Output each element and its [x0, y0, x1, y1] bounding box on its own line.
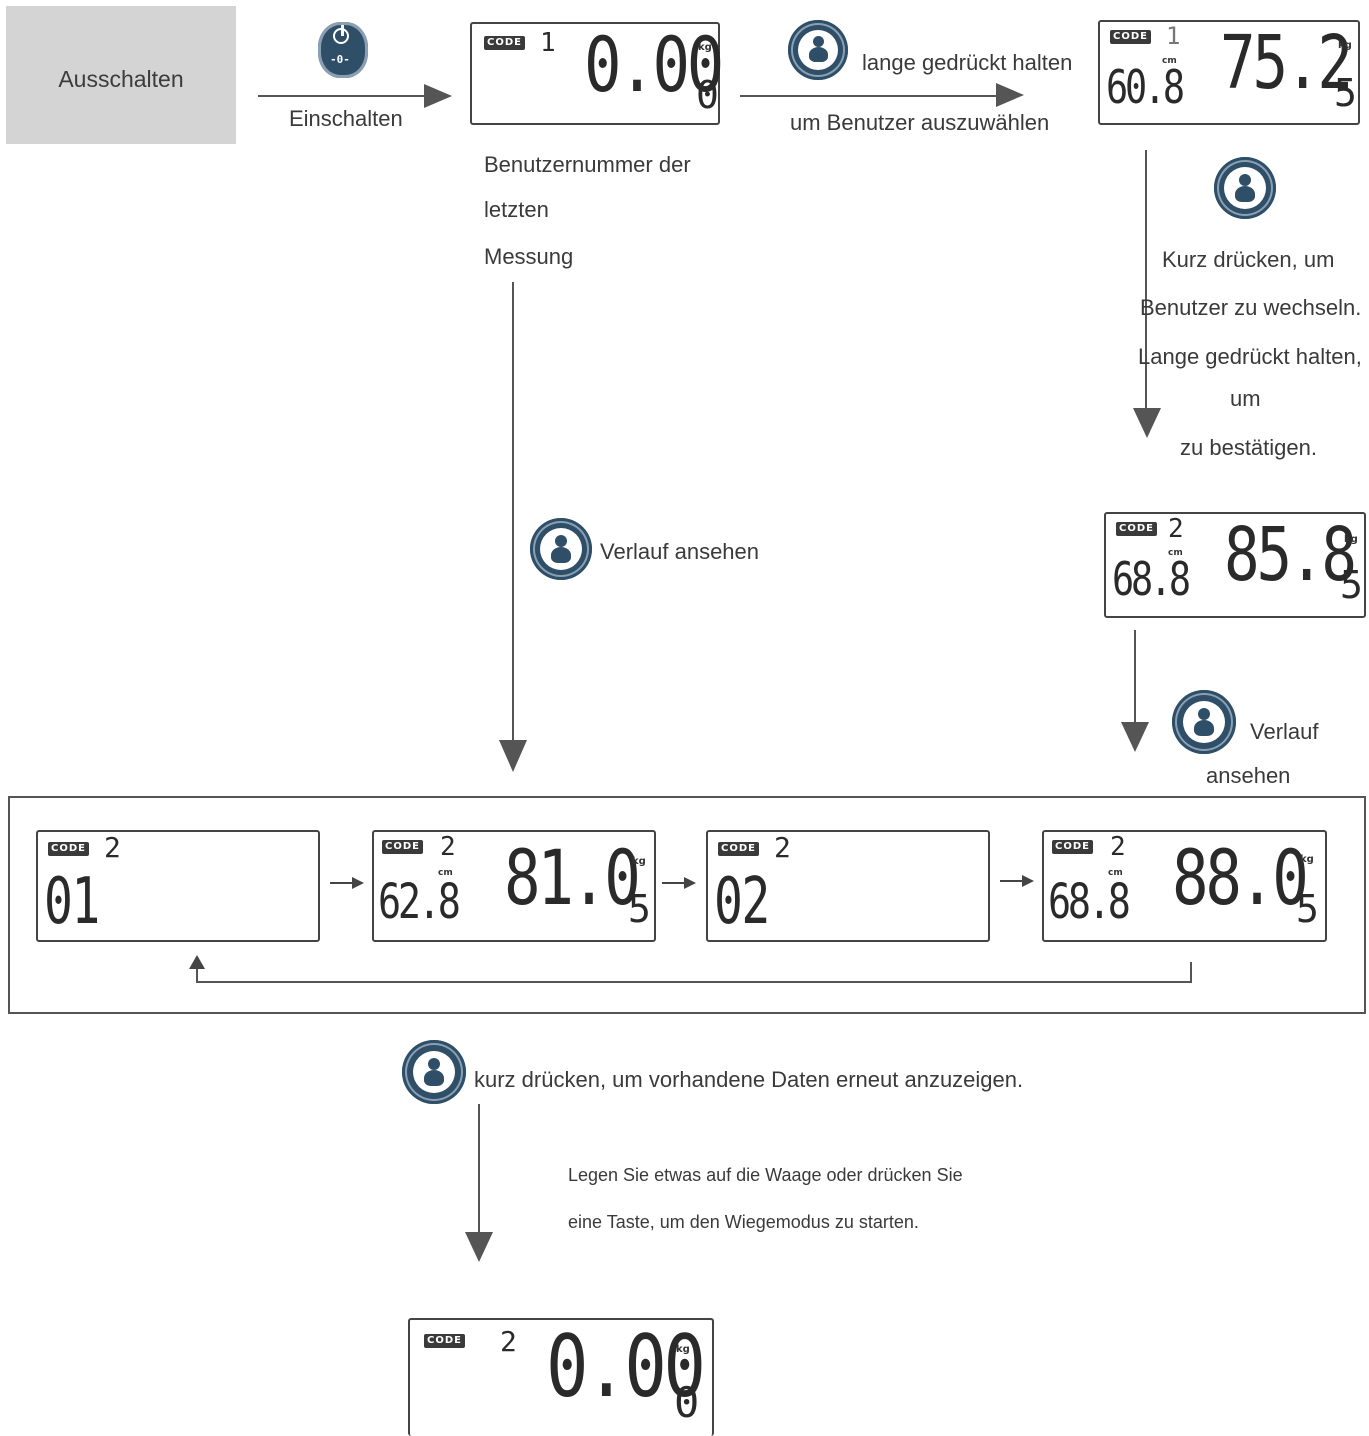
off-state-box: Ausschalten: [6, 6, 236, 144]
arrow-right-icon: [330, 877, 364, 889]
last-user-caption-1: Benutzernummer der: [484, 152, 691, 177]
user-button-icon[interactable]: [1172, 690, 1236, 754]
unit-kg: kg: [1338, 40, 1352, 51]
lcd-history-value-1: CODE 2 cm 62.8 81.0 kg 5: [372, 830, 656, 942]
weight-suffix: 0: [674, 1378, 700, 1427]
switch-caption-3: Lange gedrückt halten,: [1138, 344, 1362, 369]
status-suffix: 5: [1296, 887, 1319, 931]
arrow-switch-user: [1145, 150, 1147, 412]
lcd-select: CODE 1 cm 60.8 75.2 kg 5: [1098, 20, 1360, 125]
arrow-right-icon: [662, 877, 696, 889]
user-button-icon[interactable]: [788, 20, 848, 80]
loop-back-line: [196, 966, 198, 982]
arrow-right-icon: [1000, 875, 1034, 887]
power-button-icon[interactable]: -0-: [318, 22, 368, 78]
switch-caption-4: um: [1230, 386, 1261, 411]
weight-value: 81.0: [504, 833, 641, 922]
code-badge: CODE: [484, 36, 525, 50]
switch-caption-1: Kurz drücken, um: [1162, 247, 1335, 272]
arrow-head-icon: [499, 740, 527, 772]
arrow-head-icon: [996, 83, 1024, 107]
user-button-icon[interactable]: [1214, 157, 1276, 219]
switch-caption-5: zu bestätigen.: [1180, 435, 1317, 460]
unit-kg: kg: [632, 856, 646, 867]
code-badge: CODE: [1116, 522, 1157, 536]
arrow-start-weighing: [478, 1104, 480, 1234]
arrow-view-history-right: [1134, 630, 1136, 726]
user-number: 2: [500, 1325, 517, 1358]
history-index: 02: [714, 865, 770, 939]
height-value: 62.8: [378, 874, 461, 930]
user-number-blinking: 1: [1166, 22, 1181, 50]
loop-back-line: [1190, 962, 1192, 982]
switch-caption-2: Benutzer zu wechseln.: [1140, 295, 1362, 320]
user-number: 1: [540, 28, 556, 58]
hold-select-caption-1: lange gedrückt halten: [862, 50, 1073, 75]
history-frame: [8, 796, 1366, 1014]
arrow-head-icon: [424, 84, 452, 108]
user-button-icon[interactable]: [530, 518, 592, 580]
redisplay-caption: kurz drücken, um vorhandene Daten erneut…: [474, 1067, 1024, 1092]
weight-value: 85.8: [1224, 512, 1357, 598]
weight-value: 0.00: [546, 1317, 706, 1417]
unit-kg: kg: [1300, 854, 1314, 865]
user-number: 2: [1168, 514, 1184, 544]
unit-kg: kg: [1344, 534, 1358, 545]
unit-cm: cm: [1108, 868, 1123, 878]
last-user-caption-2: letzten: [484, 197, 549, 222]
history-left-caption: Verlauf ansehen: [600, 539, 760, 564]
weigh-caption-2: eine Taste, um den Wiegemodus zu starten…: [568, 1212, 919, 1232]
weight-value: 88.0: [1172, 833, 1309, 922]
history-right-caption-2: ansehen: [1206, 763, 1291, 788]
code-badge: CODE: [382, 840, 423, 854]
lcd-final: CODE 2 0.00 kg 0: [408, 1318, 714, 1436]
unit-kg: kg: [698, 42, 712, 53]
user-number: 2: [104, 831, 121, 864]
weight-suffix: 0: [696, 73, 719, 117]
lcd-history-value-2: CODE 2 cm 68.8 88.0 kg 5: [1042, 830, 1327, 942]
last-user-caption-3: Messung: [484, 244, 574, 269]
user-number: 2: [774, 831, 791, 864]
user-number: 2: [440, 832, 456, 862]
unit-cm: cm: [1168, 548, 1183, 558]
hold-select-caption-2: um Benutzer auszuwählen: [790, 110, 1050, 135]
lcd-history-index-1: CODE 2 01: [36, 830, 320, 942]
history-right-caption-1: Verlauf: [1250, 719, 1319, 744]
weight-value: 0.00: [584, 20, 724, 109]
arrow-power-on: [258, 95, 428, 97]
weight-value: 75.2: [1220, 20, 1353, 106]
power-on-caption: Einschalten: [289, 106, 403, 131]
height-value: 68.8: [1112, 552, 1191, 606]
code-badge: CODE: [718, 842, 759, 856]
arrow-select-user: [740, 95, 1002, 97]
status-suffix: 5: [1334, 71, 1357, 115]
height-value: 60.8: [1106, 60, 1185, 114]
lcd-start: CODE 1 0.00 kg 0: [470, 20, 724, 125]
arrow-up-icon: [189, 955, 205, 969]
code-badge: CODE: [48, 842, 89, 856]
off-state-label: Ausschalten: [58, 66, 184, 92]
lcd-history-index-2: CODE 2 02: [706, 830, 990, 942]
status-suffix: 5: [628, 887, 651, 931]
lcd-confirmed: CODE 2 cm 68.8 85.8 kg 5: [1104, 512, 1366, 618]
arrow-head-icon: [465, 1232, 493, 1262]
arrow-view-history-left: [512, 282, 514, 742]
unit-cm: cm: [1162, 56, 1177, 66]
arrow-head-icon: [1121, 722, 1149, 752]
unit-cm: cm: [438, 868, 453, 878]
code-badge: CODE: [1052, 840, 1093, 854]
user-number: 2: [1110, 832, 1126, 862]
weigh-caption-1: Legen Sie etwas auf die Waage oder drück…: [568, 1165, 963, 1185]
height-value: 68.8: [1048, 874, 1131, 930]
history-index: 01: [44, 865, 100, 939]
unit-kg: kg: [676, 1344, 690, 1355]
arrow-head-icon: [1133, 408, 1161, 438]
code-badge: CODE: [1110, 30, 1151, 44]
code-badge: CODE: [424, 1334, 465, 1348]
loop-back-line: [196, 981, 1192, 983]
status-suffix: 5: [1340, 563, 1363, 607]
user-button-icon[interactable]: [402, 1040, 466, 1104]
